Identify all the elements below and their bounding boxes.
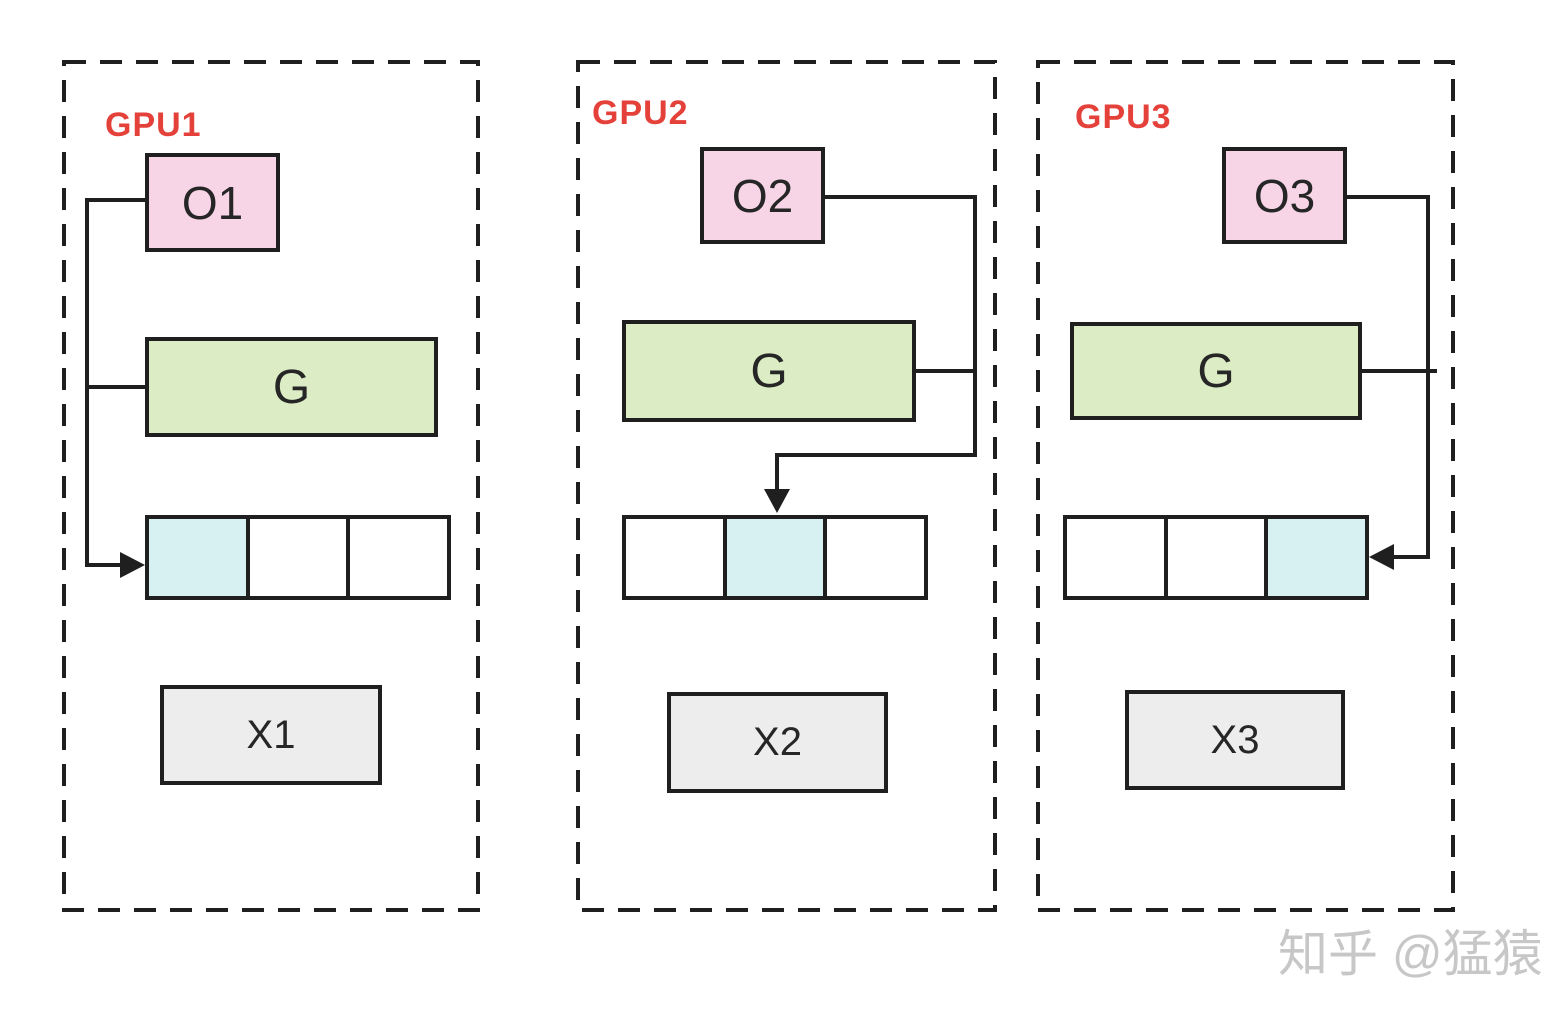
gpu3-input-box: X3 (1125, 690, 1345, 790)
gpu1-label: GPU1 (105, 106, 202, 144)
gpu1-array-cell-2 (245, 519, 347, 596)
gpu3-dashed-border (1036, 60, 1455, 912)
gpu2-array-cell-2-highlighted (722, 519, 824, 596)
gpu3-arrowhead-icon (1369, 544, 1394, 570)
gpu2-label: GPU2 (592, 94, 689, 132)
gpu2-connector (775, 195, 977, 498)
gpu1-optimizer-state-box: O1 (145, 153, 280, 252)
gpu1-parameter-array (145, 515, 451, 600)
gpu3-array-cell-1 (1067, 519, 1164, 596)
zhihu-watermark: 知乎 @猛猿 (1278, 926, 1543, 982)
gpu3-array-cell-3-highlighted (1264, 519, 1366, 596)
gpu1-arrowhead-icon (120, 552, 145, 578)
gpu1-dashed-border (62, 60, 480, 912)
gpu3-connector (1347, 195, 1430, 559)
gpu2-gradient-box: G (622, 320, 916, 422)
gpu1-connector (85, 198, 145, 567)
gpu2-arrowhead-icon (764, 489, 790, 513)
gpu1-array-cell-1-highlighted (149, 519, 246, 596)
gpu2-array-cell-1 (626, 519, 723, 596)
gpu2-parameter-array (622, 515, 928, 600)
gpu1-array-cell-3 (346, 519, 447, 596)
gpu3-optimizer-state-box: O3 (1222, 147, 1347, 244)
gpu1-gradient-box: G (145, 337, 438, 437)
gpu3-gradient-box: G (1070, 322, 1362, 420)
gpu2-array-cell-3 (823, 519, 924, 596)
gpu1-input-box: X1 (160, 685, 382, 785)
gpu2-dashed-border (576, 60, 997, 912)
gpu3-parameter-array (1063, 515, 1369, 600)
gpu3-label: GPU3 (1075, 98, 1172, 136)
gpu2-input-box: X2 (667, 692, 888, 793)
gpu3-array-cell-2 (1163, 519, 1265, 596)
gpu2-optimizer-state-box: O2 (700, 147, 825, 244)
